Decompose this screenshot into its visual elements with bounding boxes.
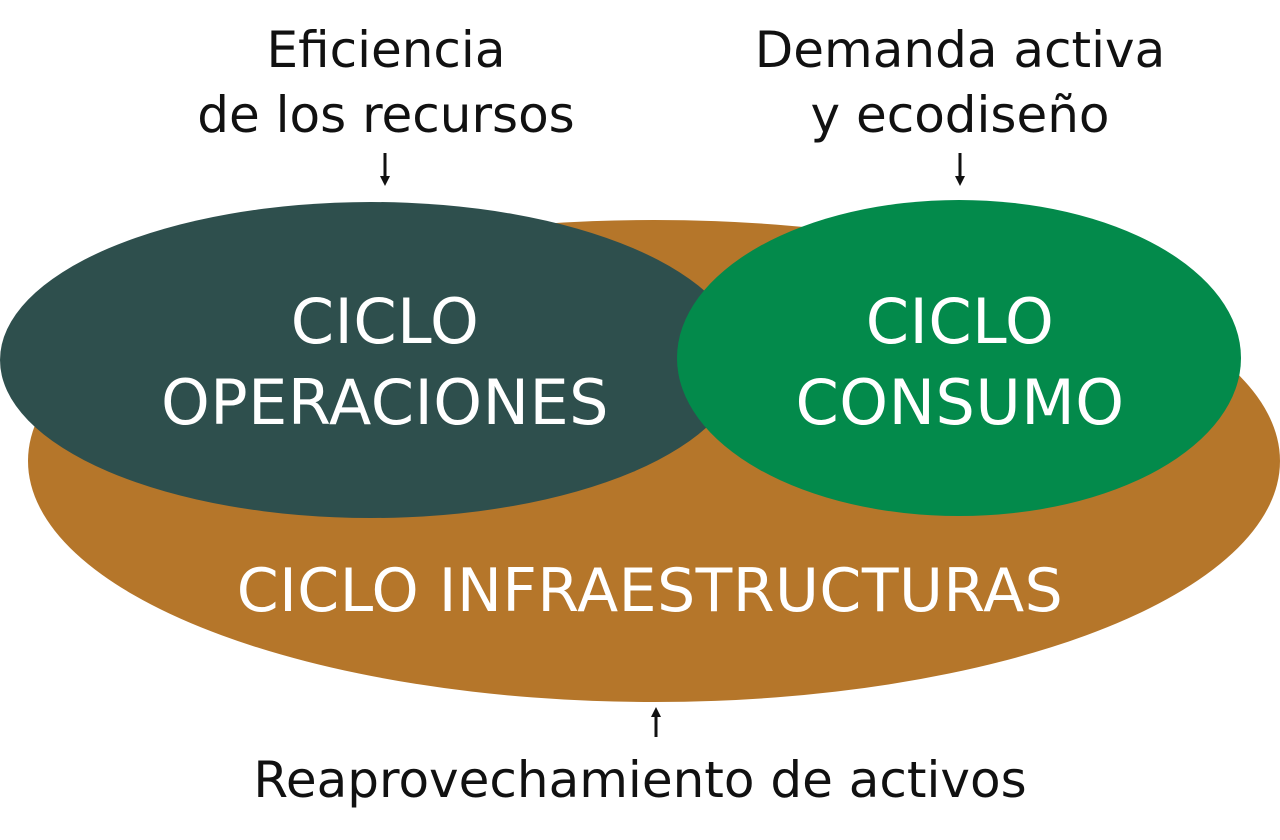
caption-reaprovechamiento: Reaprovechamiento de activos [140, 748, 1140, 813]
label-operaciones-line-2: OPERACIONES [160, 365, 610, 439]
caption-reaprovechamiento-text: Reaprovechamiento de activos [253, 751, 1027, 809]
label-consumo-line-1: CICLO [865, 285, 1055, 358]
caption-demanda-line-1: Demanda activa [754, 21, 1166, 79]
label-operaciones-line-1: CICLO [290, 285, 480, 358]
caption-eficiencia-line-1: Eficiencia [266, 21, 506, 79]
label-ciclo-consumo: CICLO CONSUMO [720, 282, 1200, 443]
caption-demanda-line-2: y ecodiseño [810, 86, 1110, 144]
caption-eficiencia-line-2: de los recursos [197, 86, 575, 144]
operaciones-ellipse [0, 202, 742, 518]
caption-eficiencia: Eficiencia de los recursos [136, 18, 636, 148]
label-infraestructuras-text: CICLO INFRAESTRUCTURAS [236, 556, 1064, 626]
caption-demanda: Demanda activa y ecodiseño [705, 18, 1215, 148]
label-consumo-line-2: CONSUMO [795, 365, 1125, 439]
consumo-ellipse [677, 200, 1241, 516]
label-ciclo-operaciones: CICLO OPERACIONES [100, 282, 670, 443]
label-ciclo-infraestructuras: CICLO INFRAESTRUCTURAS [160, 552, 1140, 630]
